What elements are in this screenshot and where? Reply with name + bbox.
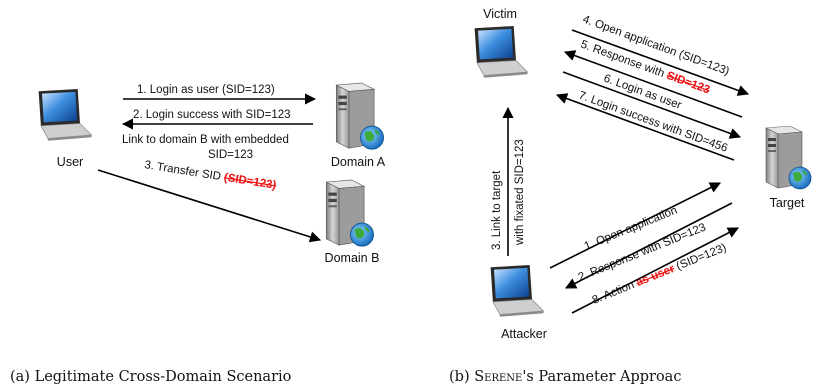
panel-b: Victim Target Attacker 4. Open applicati… [449,7,812,385]
link-note-line2: SID=123 [208,149,253,161]
caption-a: (a) Legitimate Cross-Domain Scenario [10,369,291,385]
victim-label: Victim [483,7,517,21]
msg2-label: 2. Login success with SID=123 [133,109,291,121]
panel-a: User Domain A Domain B 1. Login as user … [10,82,386,385]
msg3-label: 3. Transfer SID (SID=123) [144,159,278,192]
link-note-line1: Link to domain B with embedded [122,134,289,146]
msg3-b-line2: with fixated SID=123 [514,139,526,246]
msg4-arrow [571,29,750,96]
attacker-laptop-icon [490,264,545,318]
msg3-arrow [97,169,322,243]
msg5-arrow [563,50,743,118]
target-label: Target [770,196,805,210]
victim-laptop-icon [474,25,529,79]
target-server-icon [765,125,812,190]
msg1-label: 1. Login as user (SID=123) [137,84,275,96]
user-laptop-icon [38,88,93,142]
domain-a-server-icon [335,82,385,150]
domain-a-label: Domain A [331,155,386,169]
msg3-struck-text: (SID=123) [223,172,277,192]
msg5-struck-text: SID=123 [665,70,711,97]
caption-b: (b) Serene's Parameter Approac [449,369,681,385]
domain-b-label: Domain B [325,251,380,265]
msg8-struck-text: as user [634,263,676,289]
msg1-b-arrow [549,182,722,269]
domain-b-server-icon [325,179,375,247]
msg3-b-line1: 3. Link to target [491,170,503,250]
msg6-arrow [562,71,742,139]
user-label: User [57,155,83,169]
msg2-b-arrow [565,202,733,289]
attacker-label: Attacker [501,327,547,341]
msg7-arrow [555,93,735,161]
msg8-arrow [571,227,739,314]
